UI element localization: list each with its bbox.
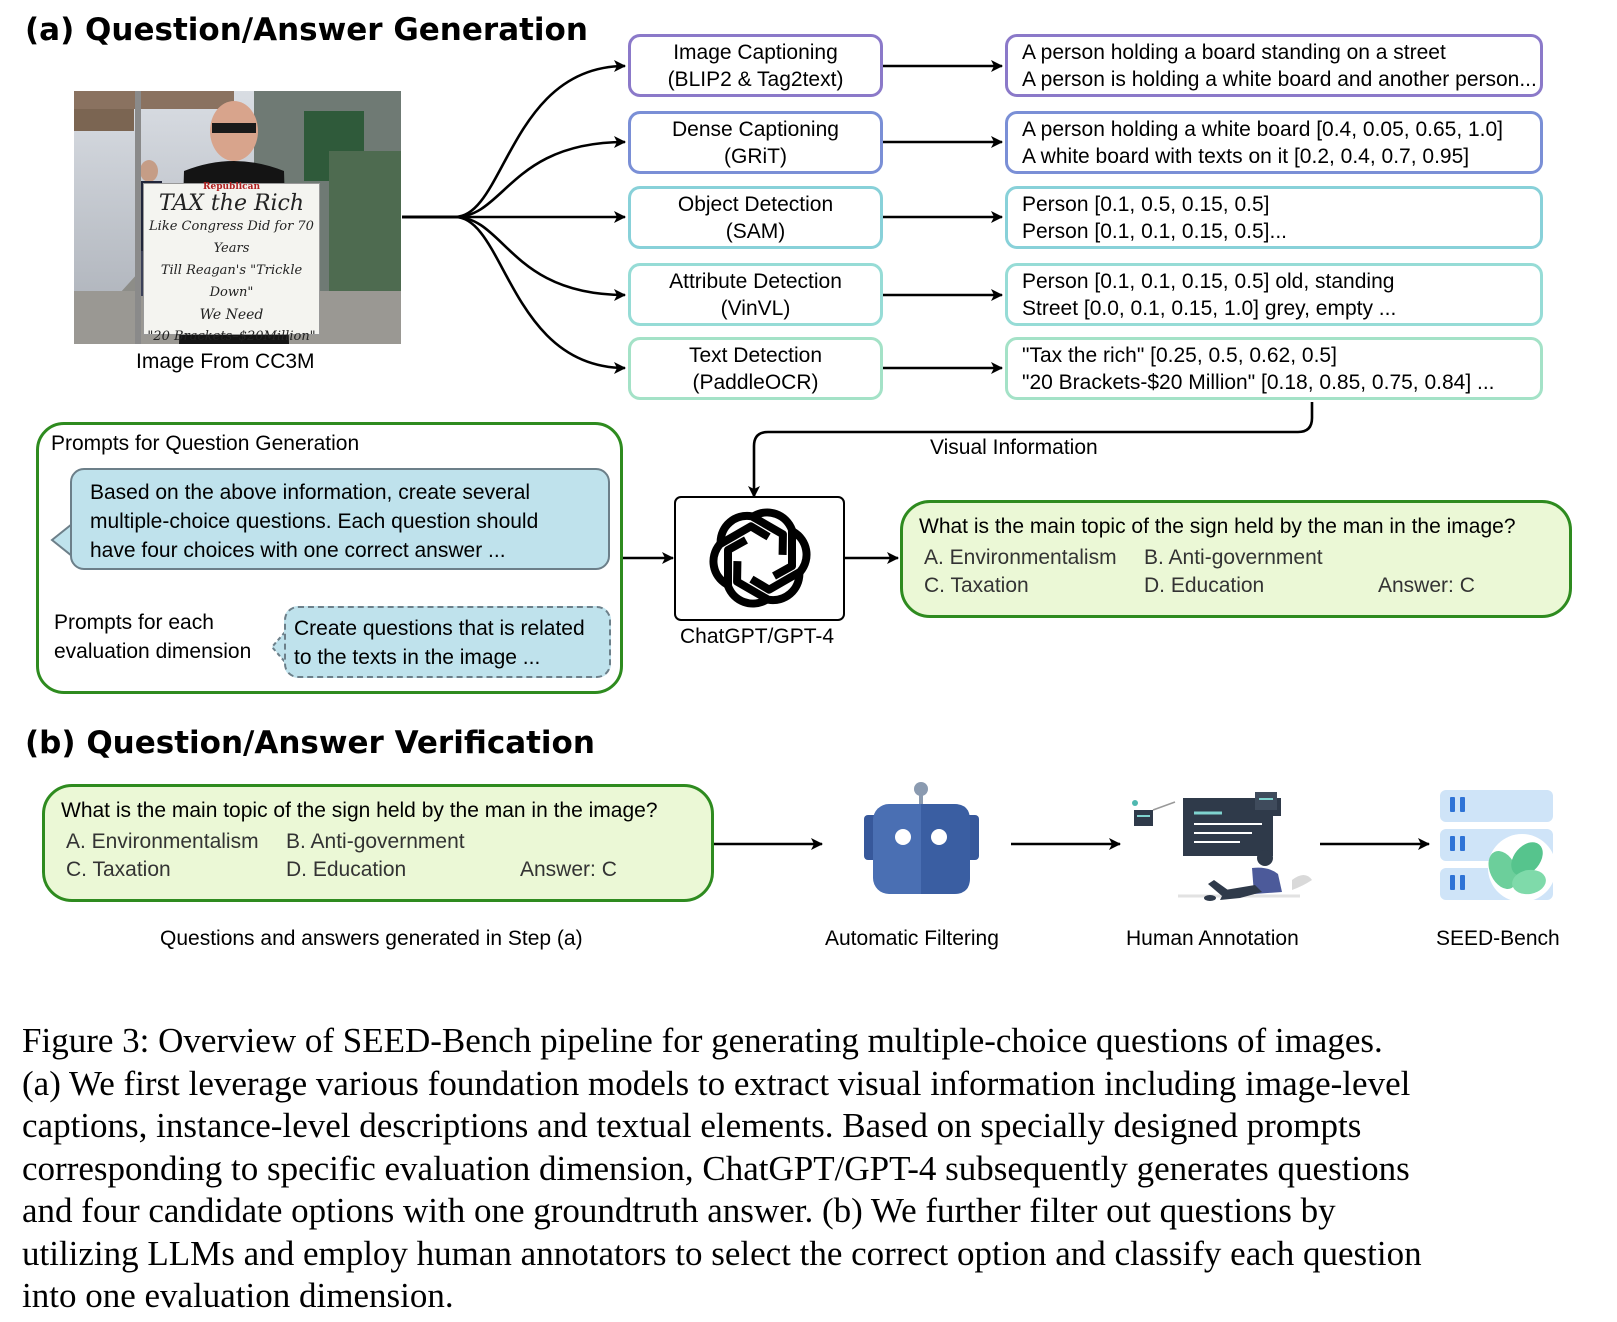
qa-answer: Answer: C [1378, 574, 1475, 597]
model-name: Object Detection [677, 192, 834, 216]
prompt-line: Based on the above information, create s… [90, 481, 531, 504]
step-automatic-filtering: Automatic Filtering [825, 927, 999, 950]
prompt-line: to the texts in the image ... [294, 646, 541, 669]
qa-option-b: B. Anti-government [1144, 546, 1323, 569]
caption-line: Figure 3: Overview of SEED-Bench pipelin… [22, 1021, 1383, 1060]
step-seed-bench: SEED-Bench [1436, 927, 1560, 950]
caption-line: captions, instance-level descriptions an… [22, 1106, 1362, 1145]
qa-option-d: D. Education [286, 858, 407, 881]
caption-line: into one evaluation dimension. [22, 1276, 454, 1315]
model-box-text-detection: Text Detection (PaddleOCR) [628, 337, 883, 400]
model-box-image-captioning: Image Captioning (BLIP2 & Tag2text) [628, 34, 883, 97]
qa-option-a: A. Environmentalism [924, 546, 1117, 569]
model-box-attribute-detection: Attribute Detection (VinVL) [628, 263, 883, 326]
prompt-line: have four choices with one correct answe… [90, 539, 506, 562]
cc3m-photo: Republican TAX the Rich Like Congress Di… [74, 91, 401, 344]
sign-line-2: Like Congress Did for 70 Years [149, 219, 314, 256]
model-box-object-detection: Object Detection (SAM) [628, 186, 883, 249]
output-line: A white board with texts on it [0.2, 0.4… [1022, 144, 1470, 168]
llm-label: ChatGPT/GPT-4 [680, 625, 835, 648]
prompt-line: multiple-choice questions. Each question… [90, 510, 539, 533]
dimension-label-line: Prompts for each [54, 611, 214, 634]
output-box-text-detection: "Tax the rich" [0.25, 0.5, 0.62, 0.5] "2… [1005, 337, 1543, 400]
generated-qa-box: What is the main topic of the sign held … [900, 500, 1572, 618]
caption-line: utilizing LLMs and employ human annotato… [22, 1233, 1422, 1273]
sign-line-5: "20 Brackets–$20Million" [147, 329, 316, 344]
model-name: Image Captioning [673, 40, 838, 64]
caption-line: and four candidate options with one grou… [22, 1191, 1336, 1230]
verification-qa-box: What is the main topic of the sign held … [42, 784, 714, 902]
sign-top-text: Republican [202, 182, 261, 192]
output-line: Person [0.1, 0.1, 0.15, 0.5] old, standi… [1022, 269, 1395, 293]
model-box-dense-captioning: Dense Captioning (GRiT) [628, 111, 883, 174]
output-box-image-captioning: A person holding a board standing on a s… [1005, 34, 1543, 97]
qa-answer: Answer: C [520, 858, 617, 881]
qa-question: What is the main topic of the sign held … [919, 515, 1516, 538]
output-line: "Tax the rich" [0.25, 0.5, 0.62, 0.5] [1022, 343, 1337, 367]
figure-caption: Figure 3: Overview of SEED-Bench pipelin… [22, 1020, 1597, 1318]
qa-option-d: D. Education [1144, 574, 1265, 597]
model-name: Dense Captioning [672, 117, 839, 141]
visual-information-label: Visual Information [930, 436, 1098, 459]
image-source-label: Image From CC3M [136, 350, 315, 373]
qa-source-label: Questions and answers generated in Step … [160, 927, 583, 950]
model-tool: (SAM) [725, 219, 786, 243]
qa-option-b: B. Anti-government [286, 830, 465, 853]
question-generation-prompt: Based on the above information, create s… [70, 468, 610, 570]
model-tool: (VinVL) [720, 296, 791, 320]
arrow-to-attribute-detection [402, 215, 626, 301]
output-line: Person [0.1, 0.5, 0.15, 0.5] [1022, 192, 1270, 216]
output-line: A person is holding a white board and an… [1022, 67, 1537, 91]
human-annotation-icon [1132, 792, 1312, 901]
model-tool: (BLIP2 & Tag2text) [667, 67, 844, 91]
output-line: A person holding a white board [0.4, 0.0… [1022, 117, 1504, 141]
protest-sign: Republican TAX the Rich Like Congress Di… [143, 182, 320, 344]
model-tool: (PaddleOCR) [692, 370, 819, 394]
arrow-to-image-captioning [402, 60, 626, 219]
section-a-title: (a) Question/Answer Generation [25, 12, 588, 48]
dimension-label-line: evaluation dimension [54, 640, 252, 663]
dashed-bubble-tail [270, 631, 286, 663]
arrow-visual-information [748, 402, 1314, 498]
seed-bench-server-icon [1440, 790, 1556, 902]
output-box-object-detection: Person [0.1, 0.5, 0.15, 0.5] Person [0.1… [1005, 186, 1543, 249]
output-line: "20 Brackets-$20 Million" [0.18, 0.85, 0… [1022, 370, 1495, 394]
model-name: Attribute Detection [669, 269, 842, 293]
sign-line-4: We Need [199, 307, 264, 323]
caption-line: corresponding to specific evaluation dim… [22, 1148, 1410, 1188]
output-line: Person [0.1, 0.1, 0.15, 0.5]... [1022, 219, 1288, 243]
arrow-to-dense-captioning [402, 136, 626, 219]
sign-line-1: TAX the Rich [158, 191, 305, 216]
output-line: Street [0.0, 0.1, 0.15, 1.0] grey, empty… [1022, 296, 1397, 320]
model-tool: (GRiT) [724, 144, 787, 168]
section-b-title: (b) Question/Answer Verification [25, 725, 595, 761]
prompts-panel-title: Prompts for Question Generation [51, 432, 360, 455]
llm-box [674, 496, 845, 621]
qa-option-c: C. Taxation [66, 858, 171, 881]
qa-question: What is the main topic of the sign held … [61, 799, 658, 822]
arrow-to-text-detection [402, 215, 626, 374]
qa-option-c: C. Taxation [924, 574, 1029, 597]
openai-logo-icon [705, 508, 816, 609]
output-line: A person holding a board standing on a s… [1022, 40, 1446, 64]
output-box-attribute-detection: Person [0.1, 0.1, 0.15, 0.5] old, standi… [1005, 263, 1543, 326]
robot-icon [864, 782, 979, 894]
prompt-line: Create questions that is related [294, 617, 585, 640]
caption-line: (a) We first leverage various foundation… [22, 1063, 1411, 1103]
step-human-annotation: Human Annotation [1126, 927, 1299, 950]
qa-option-a: A. Environmentalism [66, 830, 259, 853]
sign-line-3: Till Reagan's "Trickle Down" [160, 263, 303, 300]
model-name: Text Detection [688, 343, 823, 367]
dimension-prompt-label: Prompts for each evaluation dimension [54, 608, 251, 666]
dimension-prompt: Create questions that is related to the … [284, 606, 611, 678]
plus-icon: + [435, 574, 450, 601]
output-box-dense-captioning: A person holding a white board [0.4, 0.0… [1005, 111, 1543, 174]
